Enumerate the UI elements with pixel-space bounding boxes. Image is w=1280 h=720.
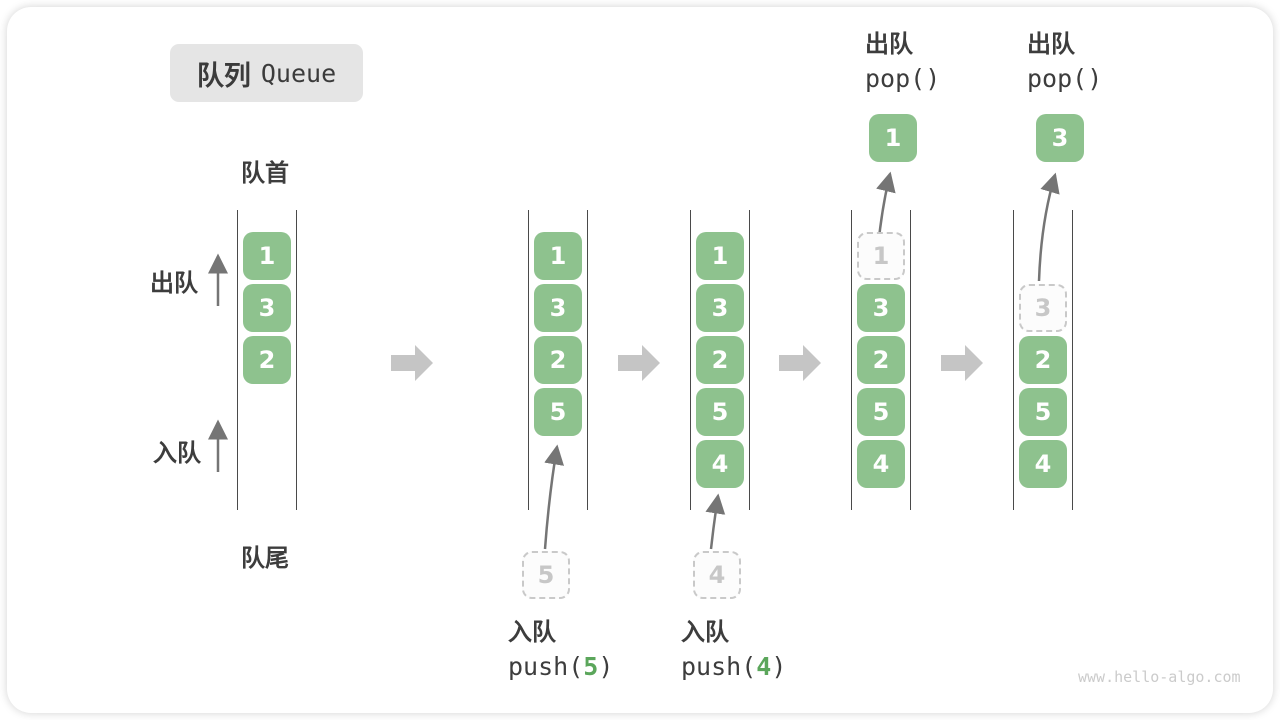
queue-item: 2 bbox=[534, 336, 582, 384]
queue-item: 3 bbox=[243, 284, 291, 332]
push-arg: 5 bbox=[583, 652, 599, 681]
push-arg: 4 bbox=[756, 652, 772, 681]
push-close: ) bbox=[598, 652, 614, 681]
push-operation-5: 入队 push(5) bbox=[508, 616, 613, 684]
push-close: ) bbox=[771, 652, 787, 681]
push-fn: push( bbox=[508, 652, 584, 681]
title-en: Queue bbox=[260, 58, 337, 88]
queue-item: 4 bbox=[696, 440, 744, 488]
dequeue-label: 出队 bbox=[150, 270, 198, 297]
queue-front-label: 队首 bbox=[241, 160, 289, 187]
push-ghost-5: 5 bbox=[522, 551, 570, 599]
queue-item: 3 bbox=[857, 284, 905, 332]
pop-label: 出队 bbox=[865, 31, 913, 58]
queue-state-1: 1 3 2 bbox=[237, 210, 297, 510]
queue-item: 4 bbox=[1019, 440, 1067, 488]
title-cjk: 队列 bbox=[196, 60, 251, 91]
popped-item-3: 3 bbox=[1036, 114, 1084, 162]
push-label: 入队 bbox=[681, 619, 729, 646]
popped-item-1: 1 bbox=[869, 114, 917, 162]
queue-item: 5 bbox=[696, 388, 744, 436]
queue-item: 2 bbox=[857, 336, 905, 384]
pop-code: pop() bbox=[865, 64, 941, 93]
push-ghost-4: 4 bbox=[693, 551, 741, 599]
queue-item: 2 bbox=[1019, 336, 1067, 384]
queue-item: 5 bbox=[857, 388, 905, 436]
queue-item: 1 bbox=[696, 232, 744, 280]
queue-item-ghost: 1 bbox=[857, 232, 905, 280]
diagram-card bbox=[7, 7, 1273, 713]
queue-item: 4 bbox=[857, 440, 905, 488]
queue-state-3: 1 3 2 5 4 bbox=[690, 210, 750, 510]
pop-operation-1: 出队 pop() bbox=[865, 28, 940, 96]
queue-item: 3 bbox=[696, 284, 744, 332]
diagram-title: 队列 Queue bbox=[170, 44, 363, 102]
queue-item: 5 bbox=[534, 388, 582, 436]
queue-item: 1 bbox=[243, 232, 291, 280]
queue-rear-label: 队尾 bbox=[241, 545, 289, 572]
queue-item: 1 bbox=[534, 232, 582, 280]
enqueue-label: 入队 bbox=[153, 440, 201, 467]
pop-code: pop() bbox=[1027, 64, 1103, 93]
queue-item: 5 bbox=[1019, 388, 1067, 436]
queue-state-2: 1 3 2 5 bbox=[528, 210, 588, 510]
queue-item: 3 bbox=[534, 284, 582, 332]
queue-state-4: 1 3 2 5 4 bbox=[851, 210, 911, 510]
push-fn: push( bbox=[681, 652, 757, 681]
queue-item-ghost: 3 bbox=[1019, 284, 1067, 332]
watermark: www.hello-algo.com bbox=[1078, 668, 1241, 686]
push-code: push(5) bbox=[508, 650, 613, 684]
pop-operation-2: 出队 pop() bbox=[1027, 28, 1102, 96]
push-code: push(4) bbox=[681, 650, 786, 684]
pop-label: 出队 bbox=[1027, 31, 1075, 58]
queue-state-5: 3 2 5 4 bbox=[1013, 210, 1073, 510]
queue-item: 2 bbox=[243, 336, 291, 384]
push-operation-4: 入队 push(4) bbox=[681, 616, 786, 684]
push-label: 入队 bbox=[508, 619, 556, 646]
queue-item: 2 bbox=[696, 336, 744, 384]
